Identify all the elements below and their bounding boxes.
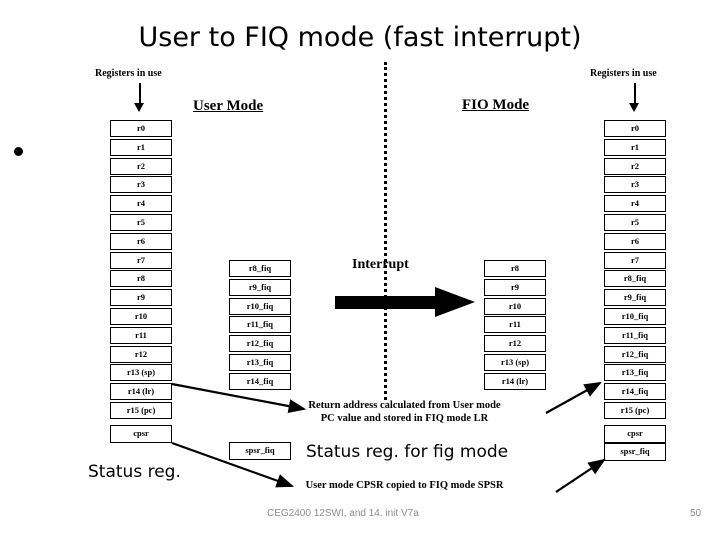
register-box: r9 — [484, 278, 546, 296]
register-box: r4 — [604, 195, 666, 213]
register-box: r7 — [604, 251, 666, 269]
register-box: r6 — [604, 232, 666, 250]
register-box: r14_fiq — [604, 383, 666, 401]
register-box: r11_fiq — [229, 316, 291, 334]
status-reg-fiq-label: Status reg. for fig mode — [306, 442, 509, 462]
register-box: r12 — [110, 345, 172, 363]
register-box: r8_fiq — [604, 270, 666, 288]
spsr-fiq-box-middle: spsr_fiq — [229, 442, 291, 460]
register-box: r1 — [110, 138, 172, 156]
register-box: r3 — [604, 176, 666, 194]
fiq-mode-heading: FIO Mode — [462, 97, 530, 113]
register-box: r14 (lr) — [110, 383, 172, 401]
footer-text: CEG2400 12SWI, and 14. init V7a — [267, 508, 419, 519]
spsr-fiq-box-fiq: spsr_fiq — [604, 443, 666, 461]
status-reg-label: Status reg. — [88, 462, 181, 482]
register-box: r5 — [604, 213, 666, 231]
bullet-marker — [14, 147, 23, 156]
mode-divider-dotted-line — [384, 62, 387, 400]
register-box: r3 — [110, 176, 172, 194]
register-box: r13 (sp) — [484, 353, 546, 371]
register-box: r11_fiq — [604, 326, 666, 344]
register-box: r14 (lr) — [484, 372, 546, 390]
register-box: r8_fiq — [229, 260, 291, 277]
register-box: r13_fiq — [604, 364, 666, 382]
register-box: r8 — [484, 260, 546, 277]
register-box: r0 — [604, 120, 666, 137]
register-box: r2 — [110, 157, 172, 175]
register-box: r9 — [110, 289, 172, 307]
register-box: r2 — [604, 157, 666, 175]
register-box: r7 — [110, 251, 172, 269]
cpsr-box-user: cpsr — [110, 425, 172, 443]
annotation-cpsr-copy: User mode CPSR copied to FIQ mode SPSR — [305, 480, 504, 491]
interrupt-arrow-icon — [335, 287, 475, 317]
register-box: r9_fiq — [229, 278, 291, 296]
register-box: r8 — [110, 270, 172, 288]
footer-page-number: 50 — [690, 508, 702, 519]
register-box: r11 — [110, 326, 172, 344]
register-box: r15 (pc) — [604, 401, 666, 419]
register-box: r10 — [110, 307, 172, 325]
registers-in-use-label-right: Registers in use — [590, 68, 657, 79]
register-box: r0 — [110, 120, 172, 137]
register-box: r9_fiq — [604, 289, 666, 307]
register-box: r13 (sp) — [110, 364, 172, 382]
register-box: r12 — [484, 335, 546, 353]
connector-note-to-r14fiq — [545, 381, 602, 414]
register-box: r12_fiq — [229, 335, 291, 353]
page-title: User to FIQ mode (fast interrupt) — [138, 22, 582, 53]
interrupt-label: Interrupt — [352, 257, 409, 272]
connector-note-to-spsr — [555, 458, 606, 493]
register-box: r6 — [110, 232, 172, 250]
register-box: r1 — [604, 138, 666, 156]
register-box: r15 (pc) — [110, 401, 172, 419]
registers-in-use-label-left: Registers in use — [95, 68, 162, 79]
register-box: r5 — [110, 213, 172, 231]
register-box: r14_fiq — [229, 372, 291, 390]
user-mode-heading: User Mode — [193, 98, 264, 114]
register-box: r10_fiq — [604, 307, 666, 325]
annotation-return-address: Return address calculated from User mode… — [308, 400, 501, 424]
register-box: r4 — [110, 195, 172, 213]
register-box: r12_fiq — [604, 345, 666, 363]
cpsr-box-fiq: cpsr — [604, 425, 666, 443]
register-box: r13_fiq — [229, 353, 291, 371]
register-box: r10_fiq — [229, 297, 291, 315]
register-box: r10 — [484, 297, 546, 315]
register-box: r11 — [484, 316, 546, 334]
